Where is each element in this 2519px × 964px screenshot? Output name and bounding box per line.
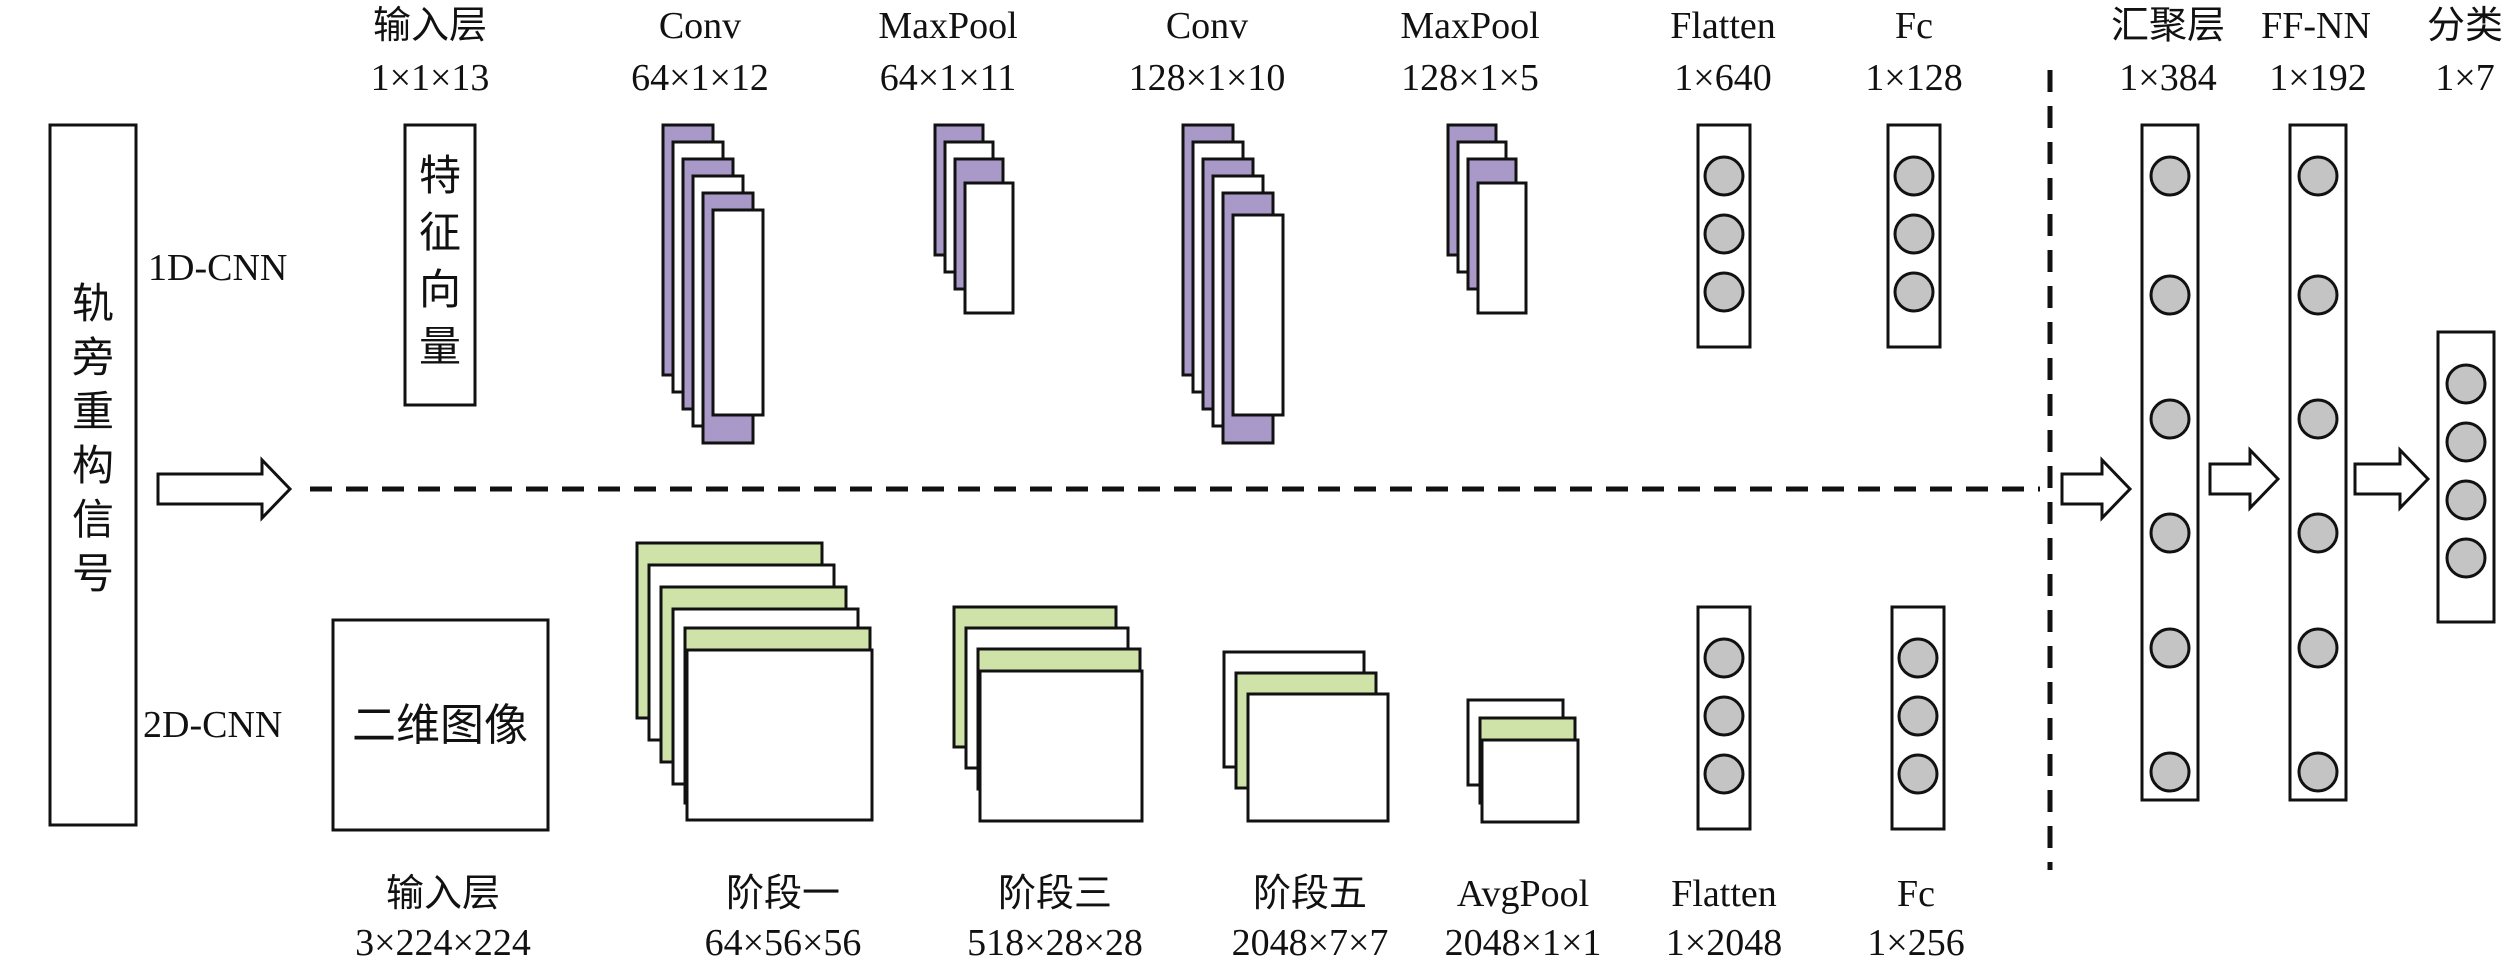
node (1703, 213, 1745, 255)
classify-name: 分类 (2427, 5, 2503, 47)
top-conv1-dims: 64×1×12 (631, 57, 769, 99)
bottom-stage3-dims: 518×28×28 (967, 922, 1143, 964)
node (2445, 537, 2487, 579)
top-fc-name: Fc (1895, 5, 1933, 47)
bottom-avgpool-stack: AvgPool 2048×1×1 (1445, 698, 1602, 964)
top-flatten: Flatten 1×640 (1670, 5, 1776, 349)
top-maxpool2-name: MaxPool (1400, 5, 1539, 47)
fusion-arrow-3 (2353, 446, 2431, 512)
node (1703, 695, 1745, 737)
bottom-stage1-name: 阶段一 (726, 873, 840, 915)
node (2149, 751, 2191, 793)
image-box-text: 二维图像 (352, 700, 528, 751)
node (1893, 213, 1935, 255)
bottom-fc: Fc 1×256 (1867, 605, 1965, 964)
top-maxpool2-stack: MaxPool 128×1×5 (1400, 5, 1540, 315)
top-conv1-name: Conv (659, 5, 741, 47)
bottom-input-dims: 3×224×224 (355, 922, 531, 964)
top-maxpool2-dims: 128×1×5 (1401, 57, 1539, 99)
bottom-stage3-stack: 阶段三 518×28×28 (952, 605, 1144, 964)
top-conv2-dims: 128×1×10 (1129, 57, 1286, 99)
node (1703, 155, 1745, 197)
aggregation-dims: 1×384 (2119, 57, 2216, 99)
node (2297, 627, 2339, 669)
classify-layer: 分类 1×7 (2427, 5, 2503, 624)
bottom-fc-name: Fc (1897, 873, 1935, 915)
top-input-layer: 输入层 1×1×13 特 征 向 量 (371, 5, 490, 407)
node (1897, 753, 1939, 795)
ffnn-layer: FF-NN 1×192 (2261, 5, 2371, 802)
node (1893, 271, 1935, 313)
bottom-flatten-name: Flatten (1671, 873, 1777, 915)
bottom-stage5-stack: 阶段五 2048×7×7 (1222, 650, 1390, 964)
node (1703, 271, 1745, 313)
feature-char-3: 量 (419, 322, 461, 371)
top-input-name: 输入层 (373, 5, 487, 47)
bottom-stage1-stack: 阶段一 64×56×56 (635, 541, 874, 964)
node (2149, 274, 2191, 316)
node (2149, 512, 2191, 554)
signal-char-3: 构 (72, 441, 114, 490)
top-maxpool1-stack: MaxPool 64×1×11 (878, 5, 1018, 315)
signal-char-5: 号 (72, 549, 114, 598)
node (1897, 637, 1939, 679)
bottom-stage5-name: 阶段五 (1253, 873, 1367, 915)
signal-arrow (156, 456, 293, 522)
bottom-input-layer: 二维图像 输入层 3×224×224 (331, 618, 550, 964)
classify-dims: 1×7 (2435, 57, 2494, 99)
node (2149, 398, 2191, 440)
signal-box: 轨 旁 重 构 信 号 (48, 123, 138, 827)
fusion-arrow-2 (2208, 446, 2281, 512)
node (1703, 753, 1745, 795)
node (2297, 512, 2339, 554)
node (2445, 479, 2487, 521)
top-conv1-stack: Conv 64×1×12 (631, 5, 769, 445)
aggregation-layer: 汇聚层 1×384 (2111, 5, 2225, 802)
feature-char-1: 征 (419, 208, 461, 257)
signal-char-1: 旁 (72, 333, 114, 382)
node (2297, 751, 2339, 793)
ffnn-dims: 1×192 (2269, 57, 2366, 99)
feature-char-0: 特 (419, 151, 461, 200)
signal-char-2: 重 (72, 387, 114, 436)
top-fc: Fc 1×128 (1865, 5, 1963, 349)
top-conv2-name: Conv (1166, 5, 1248, 47)
node (2297, 398, 2339, 440)
bottom-stage5-dims: 2048×7×7 (1232, 922, 1389, 964)
ffnn-name: FF-NN (2261, 5, 2371, 47)
cnn1d-label: 1D-CNN (148, 247, 287, 289)
node (2297, 155, 2339, 197)
bottom-avgpool-dims: 2048×1×1 (1445, 922, 1602, 964)
node (1897, 695, 1939, 737)
bottom-fc-dims: 1×256 (1867, 922, 1964, 964)
bottom-flatten-dims: 1×2048 (1666, 922, 1782, 964)
node (2149, 155, 2191, 197)
bottom-input-name: 输入层 (386, 873, 500, 915)
node (1703, 637, 1745, 679)
top-fc-dims: 1×128 (1865, 57, 1962, 99)
fusion-arrow-1 (2060, 456, 2133, 522)
node (2445, 363, 2487, 405)
bottom-avgpool-name: AvgPool (1457, 873, 1589, 915)
top-conv2-stack: Conv 128×1×10 (1129, 5, 1286, 445)
top-input-dims: 1×1×13 (371, 57, 490, 99)
bottom-flatten: Flatten 1×2048 (1666, 605, 1782, 964)
bottom-stage1-dims: 64×56×56 (705, 922, 862, 964)
node (2445, 421, 2487, 463)
signal-char-4: 信 (72, 495, 114, 544)
top-maxpool1-dims: 64×1×11 (880, 57, 1016, 99)
bottom-stage3-name: 阶段三 (998, 873, 1112, 915)
node (2297, 274, 2339, 316)
top-flatten-dims: 1×640 (1674, 57, 1771, 99)
node (2149, 627, 2191, 669)
signal-char-0: 轨 (72, 279, 114, 328)
top-maxpool1-name: MaxPool (878, 5, 1017, 47)
aggregation-name: 汇聚层 (2111, 5, 2225, 47)
top-flatten-name: Flatten (1670, 5, 1776, 47)
feature-char-2: 向 (419, 265, 461, 314)
node (1893, 155, 1935, 197)
cnn2d-label: 2D-CNN (143, 704, 282, 746)
